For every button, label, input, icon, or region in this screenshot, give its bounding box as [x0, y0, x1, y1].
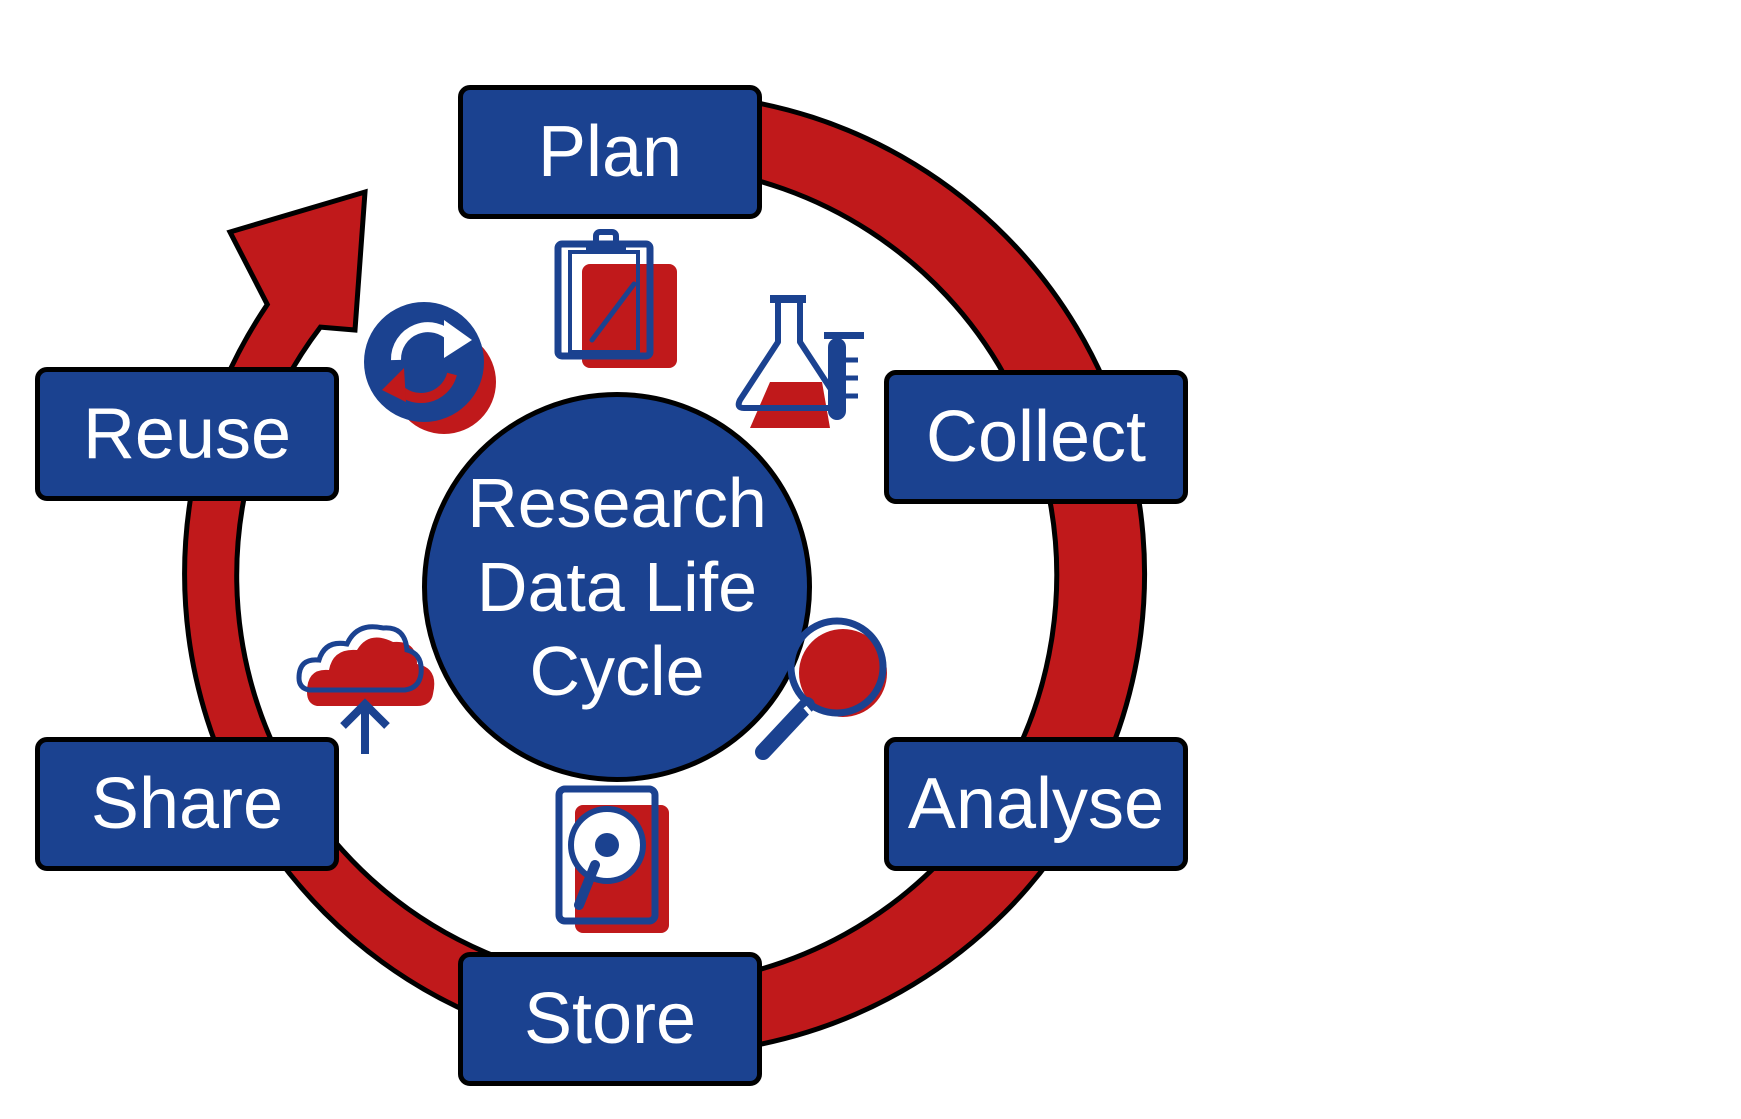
- center-title: Research Data Life Cycle: [422, 392, 812, 782]
- stage-plan: Plan: [458, 85, 762, 219]
- stage-share: Share: [35, 737, 339, 871]
- center-title-line-1: Research: [467, 464, 767, 542]
- stage-analyse: Analyse: [884, 737, 1188, 871]
- stage-collect: Collect: [884, 370, 1188, 504]
- center-title-line-2: Data Life: [476, 548, 758, 626]
- refresh-icon: [364, 302, 496, 434]
- clipboard-icon: [554, 229, 677, 368]
- stage-reuse: Reuse: [35, 367, 339, 501]
- hard-drive-icon: [555, 785, 669, 933]
- center-title-line-3: Cycle: [529, 632, 705, 710]
- magnifier-icon: [755, 617, 887, 760]
- cloud-upload-icon: [296, 624, 435, 754]
- flask-icon: [735, 295, 864, 428]
- stage-store: Store: [458, 952, 762, 1086]
